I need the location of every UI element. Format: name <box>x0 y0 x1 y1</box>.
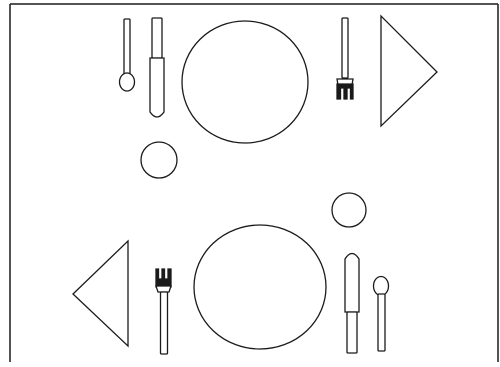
bottom-napkin <box>73 241 128 346</box>
top-spoon-icon <box>120 19 135 91</box>
bottom-place-setting <box>73 193 389 354</box>
top-plate <box>182 21 308 143</box>
bottom-plate <box>194 225 326 349</box>
bottom-knife-icon <box>345 254 359 354</box>
top-knife-icon <box>150 18 164 117</box>
bottom-fork-icon <box>156 269 171 354</box>
top-napkin <box>381 16 437 126</box>
bottom-glass <box>332 193 366 227</box>
top-place-setting <box>120 16 438 178</box>
bottom-spoon-icon <box>374 277 389 352</box>
top-fork-icon <box>337 18 353 99</box>
top-glass <box>141 142 177 178</box>
